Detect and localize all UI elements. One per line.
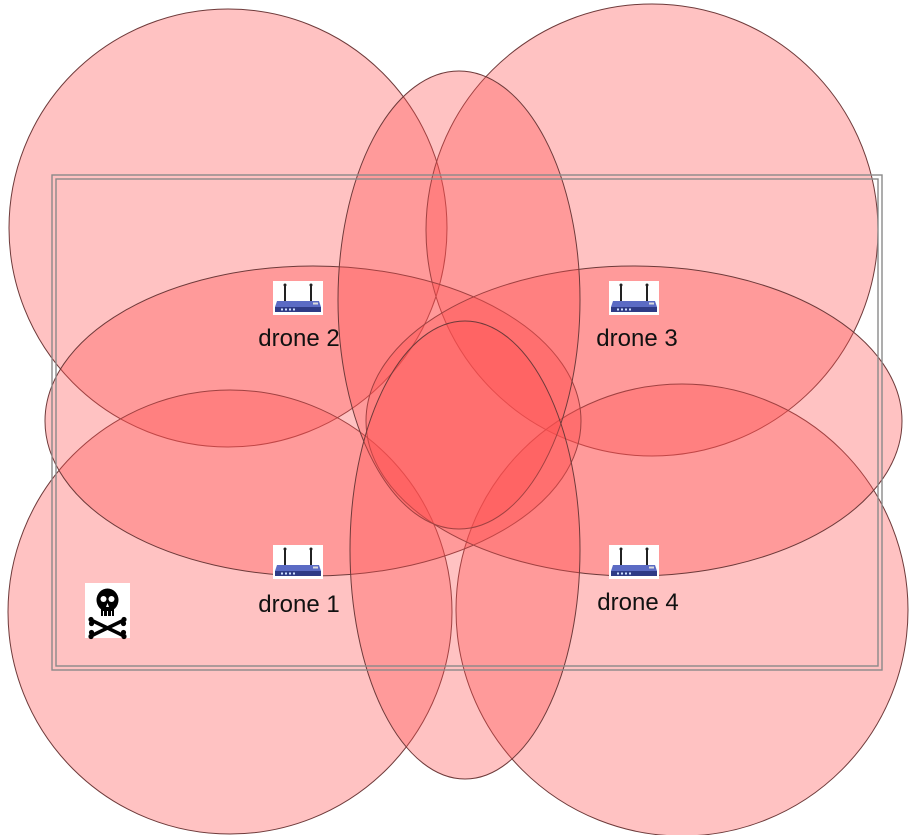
drone-4-label: drone 4 xyxy=(597,589,678,616)
drone-2: drone 2 xyxy=(258,281,340,352)
wireless-router-icon xyxy=(609,281,659,315)
wireless-router-icon xyxy=(273,545,323,579)
wireless-router-icon xyxy=(273,281,323,315)
drone-1-label: drone 1 xyxy=(258,591,339,618)
wireless-router-icon xyxy=(609,545,659,579)
area-boundary-inner xyxy=(55,178,879,667)
drone-1: drone 1 xyxy=(258,545,340,618)
coverage-ellipse-drone-4 xyxy=(349,320,581,780)
coverage-circle-top-left xyxy=(8,8,448,448)
drone-2-label: drone 2 xyxy=(258,325,339,352)
drone-3-label: drone 3 xyxy=(596,325,677,352)
drone-3: drone 3 xyxy=(596,281,678,352)
drone-4: drone 4 xyxy=(597,545,679,616)
coverage-ellipse-drone-1 xyxy=(337,70,581,530)
area-boundary-outer xyxy=(51,174,883,671)
coverage-circle-bottom-right xyxy=(455,383,909,835)
coverage-circle-bottom-left xyxy=(7,389,453,835)
skull-crossbones-icon xyxy=(85,583,130,640)
